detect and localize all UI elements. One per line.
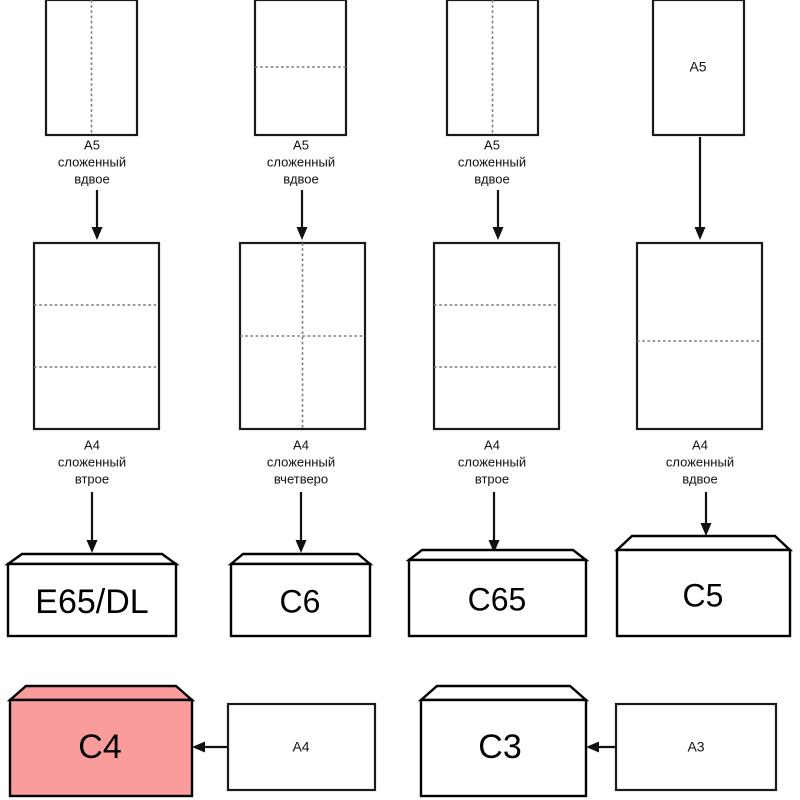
sheet-a4-col2	[238, 241, 367, 431]
arrow-col1-row2-to-envelope	[86, 492, 98, 553]
caption-line-3: вдвое	[74, 171, 110, 186]
caption-line-3: вдвое	[682, 471, 718, 486]
sheet-a4-col1	[32, 241, 161, 431]
caption-line-1: A4	[484, 437, 500, 452]
arrow-a3-to-c3	[586, 741, 616, 753]
envelope-c3[interactable]: C3	[417, 684, 590, 798]
caption-line-1: A4	[692, 437, 708, 452]
sheet-a4-col3	[432, 241, 561, 431]
arrow-col3-row1-to-row2	[492, 190, 504, 240]
envelope-label: C5	[683, 577, 724, 613]
caption-col2-row1: A5 сложенный вдвое	[267, 137, 335, 186]
sheet-label: A3	[687, 739, 704, 755]
caption-line-2: сложенный	[58, 154, 126, 169]
sheet-a5-col2	[253, 0, 348, 137]
envelope-label: C65	[468, 581, 527, 617]
caption-line-3: втрое	[475, 471, 509, 486]
envelope-label: C4	[78, 728, 121, 766]
caption-col4-row2: A4 сложенный вдвое	[666, 437, 734, 486]
envelope-c6[interactable]: C6	[227, 552, 374, 638]
sheet-a5-col4: A5	[651, 0, 746, 137]
caption-line-1: A4	[293, 437, 309, 452]
envelope-label: C6	[280, 583, 321, 619]
sheet-a5-col3	[445, 0, 540, 137]
envelope-c65[interactable]: C65	[405, 548, 590, 638]
arrow-col1-row1-to-row2	[91, 190, 103, 240]
sheet-a5-col1	[44, 0, 139, 137]
caption-col1-row1: A5 сложенный вдвое	[58, 137, 126, 186]
envelope-label: C3	[478, 728, 521, 766]
caption-line-3: вдвое	[474, 171, 510, 186]
caption-line-3: втрое	[75, 471, 109, 486]
sheet-a4-col4	[635, 241, 764, 431]
caption-col1-row2: A4 сложенный втрое	[58, 437, 126, 486]
caption-line-3: вдвое	[283, 171, 319, 186]
arrow-a4-to-c4	[192, 741, 228, 753]
arrow-col2-row2-to-envelope	[295, 492, 307, 553]
caption-line-2: сложенный	[458, 454, 526, 469]
caption-line-2: сложенный	[58, 454, 126, 469]
caption-line-1: A5	[84, 137, 100, 152]
caption-line-1: A5	[293, 137, 309, 152]
sheet-label: A4	[292, 739, 309, 755]
arrow-col4-row2-to-envelope	[700, 492, 712, 536]
caption-line-2: сложенный	[267, 454, 335, 469]
caption-line-1: A5	[484, 137, 500, 152]
envelope-e65-dl[interactable]: E65/DL	[4, 552, 180, 638]
arrow-col3-row2-to-envelope	[488, 492, 500, 553]
envelope-c4[interactable]: C4	[6, 684, 196, 798]
envelope-label: E65/DL	[35, 583, 148, 621]
caption-col3-row2: A4 сложенный втрое	[458, 437, 526, 486]
sheet-label-col4: A5	[689, 59, 706, 75]
sheet-a3-bottom: A3	[614, 702, 778, 792]
sheet-a4-bottom: A4	[226, 702, 377, 792]
arrow-col2-row1-to-row2	[296, 190, 308, 240]
arrow-col4-row1-to-row2	[694, 137, 706, 240]
caption-line-2: сложенный	[666, 454, 734, 469]
caption-line-2: сложенный	[458, 154, 526, 169]
caption-col2-row2: A4 сложенный вчетверо	[267, 437, 335, 486]
caption-col3-row1: A5 сложенный вдвое	[458, 137, 526, 186]
caption-line-3: вчетверо	[274, 471, 328, 486]
envelope-c5[interactable]: C5	[613, 534, 794, 638]
caption-line-1: A4	[84, 437, 100, 452]
caption-line-2: сложенный	[267, 154, 335, 169]
